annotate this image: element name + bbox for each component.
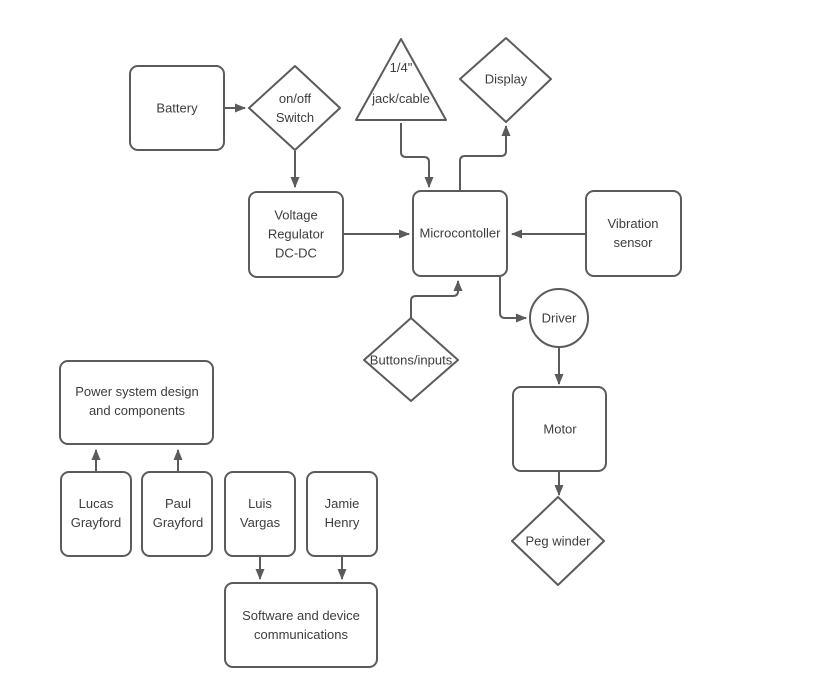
power-team-node[interactable] <box>59 360 214 445</box>
edge-buttons-to-microcontroller <box>410 280 463 318</box>
jack-cable-node[interactable] <box>355 38 447 121</box>
voltage-regulator-node[interactable] <box>248 191 344 278</box>
on-off-switch-node[interactable] <box>248 65 341 151</box>
battery-node[interactable] <box>129 65 225 151</box>
vibration-sensor-node[interactable] <box>585 190 682 277</box>
jamie-henry-node[interactable] <box>306 471 378 557</box>
peg-winder-node[interactable] <box>511 496 605 586</box>
edge-microcontroller-to-display <box>459 125 511 191</box>
microcontroller-node[interactable] <box>412 190 508 277</box>
edge-jack-to-microcontroller <box>400 123 434 188</box>
driver-node[interactable] <box>529 288 589 348</box>
edge-microcontroller-to-driver <box>499 277 527 323</box>
lucas-grayford-node[interactable] <box>60 471 132 557</box>
paul-grayford-node[interactable] <box>141 471 213 557</box>
software-team-node[interactable] <box>224 582 378 668</box>
display-node[interactable] <box>459 37 552 123</box>
motor-node[interactable] <box>512 386 607 472</box>
luis-vargas-node[interactable] <box>224 471 296 557</box>
buttons-inputs-node[interactable] <box>363 317 459 402</box>
